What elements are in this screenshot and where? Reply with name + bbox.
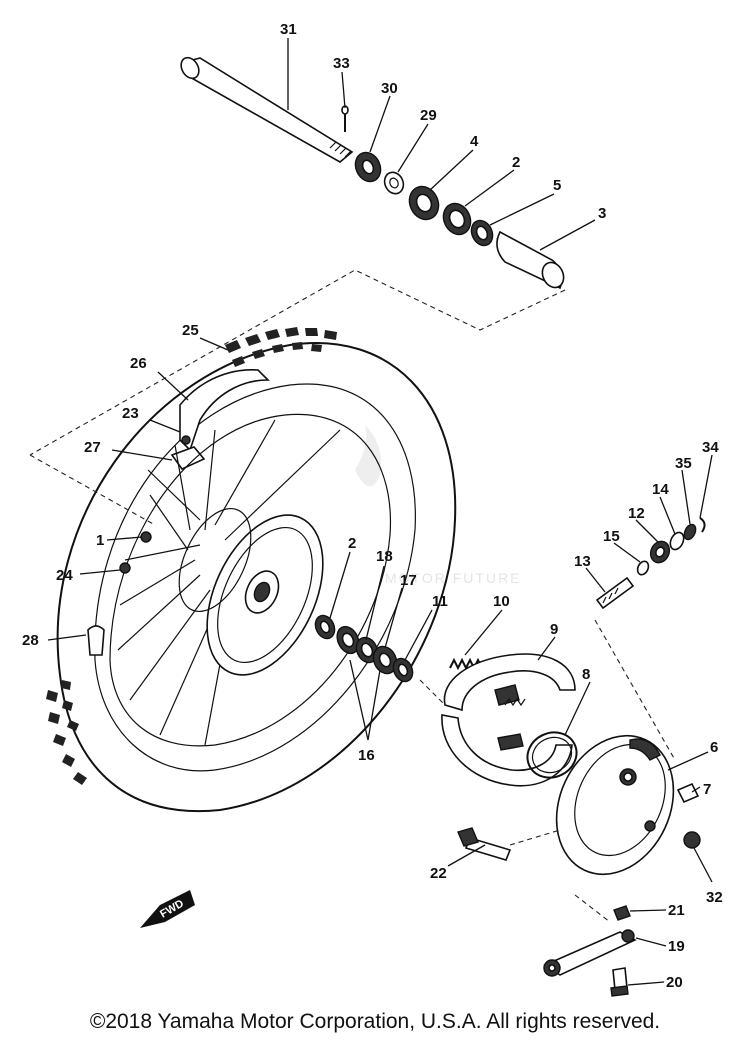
spokes: [117, 419, 341, 746]
label-29: 29: [420, 107, 437, 124]
hub[interactable]: [165, 497, 347, 693]
tire[interactable]: [56, 342, 457, 813]
axle-assembly: [29, 54, 568, 456]
axle[interactable]: [178, 54, 354, 163]
label-24: 24: [56, 567, 73, 584]
gear-shaft[interactable]: [595, 576, 635, 610]
label-3: 3: [598, 205, 606, 222]
label-2a: 2: [512, 154, 520, 171]
o-ring[interactable]: [520, 724, 584, 785]
axle-nut[interactable]: [351, 148, 385, 185]
bearing-hub[interactable]: [333, 623, 363, 657]
thrust-washer[interactable]: [668, 530, 686, 551]
dust-seal[interactable]: [676, 782, 700, 804]
label-12: 12: [628, 505, 645, 522]
oil-seal[interactable]: [438, 199, 475, 239]
rim[interactable]: [109, 413, 392, 747]
label-17: 17: [400, 572, 417, 589]
hub-bearing-set: [312, 612, 416, 684]
nut[interactable]: [683, 831, 701, 849]
label-2b: 2: [348, 535, 356, 552]
brake-assembly: [419, 619, 701, 923]
label-5: 5: [553, 177, 561, 194]
part-labels: 31 33 30 29 4 2 5 3 25 26 23 27 1 24 28 …: [22, 21, 723, 991]
label-30: 30: [381, 80, 398, 97]
collar[interactable]: [381, 169, 407, 197]
torque-arm-assembly: [543, 905, 637, 997]
label-15: 15: [603, 528, 620, 545]
circlip[interactable]: [467, 217, 496, 249]
leader-lines: [47, 38, 713, 986]
watermark: MOTOR FUTURE: [355, 425, 522, 586]
label-33: 33: [333, 55, 350, 72]
label-34: 34: [702, 439, 719, 456]
speedometer-gear-set: [595, 517, 706, 610]
label-19: 19: [668, 938, 685, 955]
spacer[interactable]: [496, 230, 568, 291]
copyright-notice: ©2018 Yamaha Motor Corporation, U.S.A. A…: [89, 1010, 661, 1033]
oil-seal-gear[interactable]: [682, 523, 698, 542]
fwd-arrow: FWD: [140, 890, 195, 928]
bolt-bottom[interactable]: [610, 967, 629, 997]
label-8: 8: [582, 666, 590, 683]
label-6: 6: [710, 739, 718, 756]
label-23: 23: [122, 405, 139, 422]
label-7: 7: [703, 781, 711, 798]
oil-seal-outer[interactable]: [390, 655, 416, 684]
oil-seal-hub[interactable]: [312, 612, 338, 641]
valve[interactable]: [181, 435, 191, 445]
label-27: 27: [84, 439, 101, 456]
watermark-text: MOTOR FUTURE: [385, 570, 522, 586]
label-28: 28: [22, 632, 39, 649]
spacer-flange[interactable]: [352, 634, 381, 666]
bearing-inner[interactable]: [369, 643, 401, 678]
label-31: 31: [280, 21, 297, 38]
tube[interactable]: [179, 369, 270, 452]
label-26: 26: [130, 355, 147, 372]
label-25: 25: [182, 322, 199, 339]
label-1: 1: [96, 532, 104, 549]
spoke-nipple[interactable]: [140, 531, 152, 543]
label-22: 22: [430, 865, 447, 882]
cotter-pin[interactable]: [341, 105, 349, 132]
label-13: 13: [574, 553, 591, 570]
label-4: 4: [470, 133, 479, 150]
label-14: 14: [652, 481, 669, 498]
spoke[interactable]: [119, 562, 131, 574]
torque-arm[interactable]: [543, 929, 637, 977]
label-11: 11: [432, 593, 448, 610]
wheel-assembly: [29, 327, 457, 813]
washer[interactable]: [636, 560, 651, 577]
label-10: 10: [493, 593, 510, 610]
label-21: 21: [668, 902, 685, 919]
label-18: 18: [376, 548, 393, 565]
drive-gear[interactable]: [647, 538, 673, 566]
camshaft[interactable]: [457, 827, 512, 861]
tire-tread: [46, 327, 337, 785]
label-9: 9: [550, 621, 558, 638]
rim-lock[interactable]: [87, 625, 105, 656]
circlip-gear[interactable]: [699, 517, 706, 533]
bearing[interactable]: [404, 182, 444, 225]
brake-backing-plate[interactable]: [535, 717, 696, 894]
label-32: 32: [706, 889, 723, 906]
label-20: 20: [666, 974, 683, 991]
bolt-top[interactable]: [613, 905, 631, 921]
brake-shoes[interactable]: [441, 653, 576, 787]
label-35: 35: [675, 455, 692, 472]
label-16: 16: [358, 747, 375, 764]
